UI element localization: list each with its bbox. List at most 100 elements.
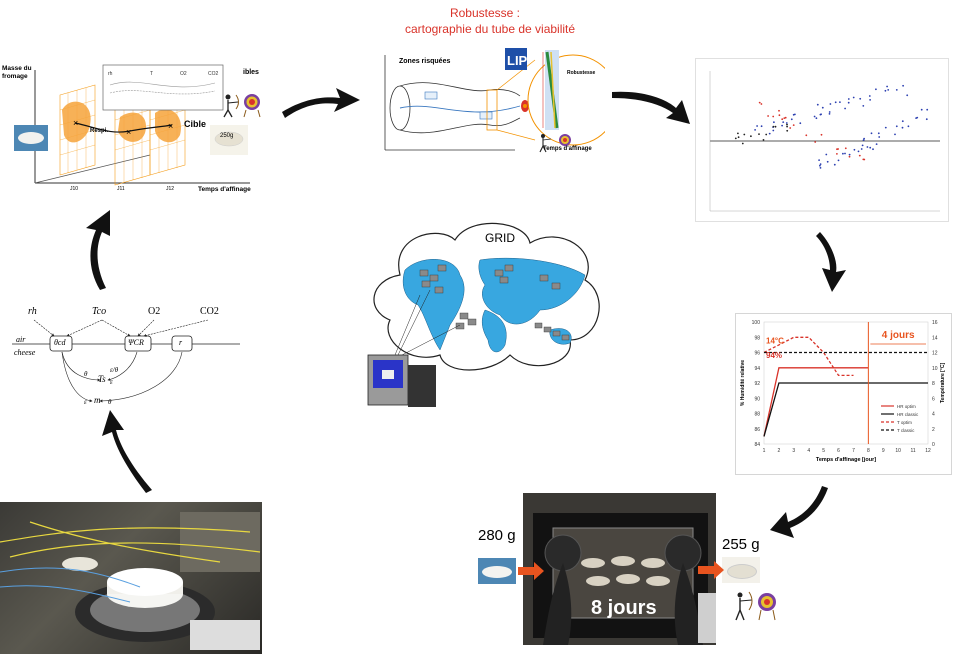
lip-logo-text: LIP xyxy=(507,53,528,68)
scatter-dot xyxy=(847,98,850,100)
scatter-dot xyxy=(783,117,786,119)
scatter-dot xyxy=(818,159,820,161)
tl-tick-j12: J12 xyxy=(166,186,175,192)
target-icon xyxy=(243,94,261,118)
panel-grid-cloud: GRID xyxy=(360,215,610,410)
annotation-rh: 94% xyxy=(766,351,782,360)
scatter-dot xyxy=(842,152,844,155)
svg-text:×: × xyxy=(73,118,78,128)
xtick-label: 8 xyxy=(867,448,870,454)
ytick-left-label: 90 xyxy=(754,396,760,402)
legend-label: HR optim xyxy=(897,404,916,409)
scatter-dot xyxy=(819,163,822,165)
ytick-right-label: 6 xyxy=(932,396,935,402)
tl-ibles-label: ibles xyxy=(243,69,259,76)
robustesse-label: Robustesse xyxy=(567,70,596,76)
scatter-dot xyxy=(826,160,829,163)
scatter-dot xyxy=(906,94,909,97)
series-line-1 xyxy=(763,382,928,437)
tl-box-o2: O2 xyxy=(180,71,187,77)
scatter-dot xyxy=(869,146,872,149)
ytick-left-label: 100 xyxy=(752,320,761,326)
scatter-dot xyxy=(877,132,880,135)
out-text-3: ε xyxy=(110,378,113,386)
scatter-dot xyxy=(786,129,789,132)
scatter-dot xyxy=(862,158,865,161)
scatter-dot xyxy=(852,96,855,99)
side-label-cheese: cheese xyxy=(14,348,36,357)
tl-box-rh: rh xyxy=(108,71,113,77)
ytick-left-label: 86 xyxy=(754,427,760,433)
scatter-dot xyxy=(758,133,760,135)
scatter-dot xyxy=(866,146,869,148)
scatter-dot xyxy=(741,142,744,145)
computer-icon xyxy=(367,354,436,407)
scatter-dot xyxy=(813,115,816,118)
series-line-0 xyxy=(763,367,869,437)
scatter-dot xyxy=(814,141,817,143)
scatter-dot xyxy=(848,155,851,158)
scatter-dot xyxy=(886,85,888,88)
tl-tick-j10: J10 xyxy=(70,186,79,192)
scatter-dot xyxy=(862,105,865,107)
scatter-dot xyxy=(837,159,840,162)
grid-label: GRID xyxy=(485,231,515,245)
photo-ripening-chamber: 8 jours xyxy=(523,493,716,645)
scatter-dot xyxy=(844,152,846,155)
scatter-dot xyxy=(884,89,887,92)
scatter-dot xyxy=(859,97,862,100)
panel-viability-tube: LIP Zones risquées Robustesse Temps d'af… xyxy=(375,30,605,160)
ytick-left-label: 94 xyxy=(754,366,760,372)
scatter-dot xyxy=(784,116,787,119)
scatter-dot xyxy=(786,123,788,126)
out-text-2: ε/θ xyxy=(110,366,119,374)
panel-block-diagram: rh Tco O2 CO2 air cheese θcd ΨCR r Ts m … xyxy=(12,300,244,415)
scatter-dot xyxy=(834,101,837,104)
xtick-label: 4 xyxy=(807,448,810,454)
scatter-dot xyxy=(756,125,758,127)
scatter-dot xyxy=(790,118,793,121)
scatter-dot xyxy=(772,125,775,128)
scatter-dot xyxy=(869,99,871,101)
scatter-dot xyxy=(768,132,771,135)
tl-box-co2: CO2 xyxy=(208,71,219,77)
scatter-dot xyxy=(820,113,822,116)
xtick-label: 1 xyxy=(763,448,766,454)
out-text-4: ε xyxy=(84,398,87,406)
scatter-dot xyxy=(894,133,896,136)
archer-icon-2 xyxy=(539,134,552,153)
out-text-5: θ xyxy=(108,398,112,406)
ytick-left-label: 92 xyxy=(754,381,760,387)
scatter-dot xyxy=(781,118,784,121)
scatter-dot xyxy=(785,122,788,124)
tl-weight-label: 250g xyxy=(220,133,234,139)
input-o2: O2 xyxy=(148,306,161,317)
xtick-label: 6 xyxy=(837,448,840,454)
tl-box-t: T xyxy=(150,71,153,77)
ytick-left-label: 96 xyxy=(754,351,760,357)
scatter-dot xyxy=(758,101,761,104)
ytick-right-label: 2 xyxy=(932,427,935,433)
output-ts: Ts xyxy=(98,374,106,384)
ytick-left-label: 84 xyxy=(754,442,760,448)
orange-arrow-out xyxy=(698,561,724,579)
scatter-dot xyxy=(819,164,821,167)
scatter-dot xyxy=(837,148,839,150)
legend-label: T optim xyxy=(897,420,912,425)
scatter-dot xyxy=(836,153,838,155)
cheese-in-thumbnail xyxy=(478,558,516,584)
scatter-dot xyxy=(902,84,904,87)
target-icon-2 xyxy=(559,134,571,146)
ytick-right-label: 16 xyxy=(932,320,938,326)
scatter-dot xyxy=(926,108,929,111)
scatter-dot xyxy=(895,125,898,128)
archer-icon xyxy=(223,94,239,118)
scatter-dot xyxy=(750,135,752,138)
xtick-label: 2 xyxy=(778,448,781,454)
out-text-1: θ xyxy=(84,370,88,378)
tl-cible-label: Cible xyxy=(184,119,207,129)
scatter-dot xyxy=(737,136,740,139)
xtick-label: 7 xyxy=(852,448,855,454)
scatter-dot xyxy=(870,132,873,135)
scatter-dot xyxy=(762,139,765,141)
